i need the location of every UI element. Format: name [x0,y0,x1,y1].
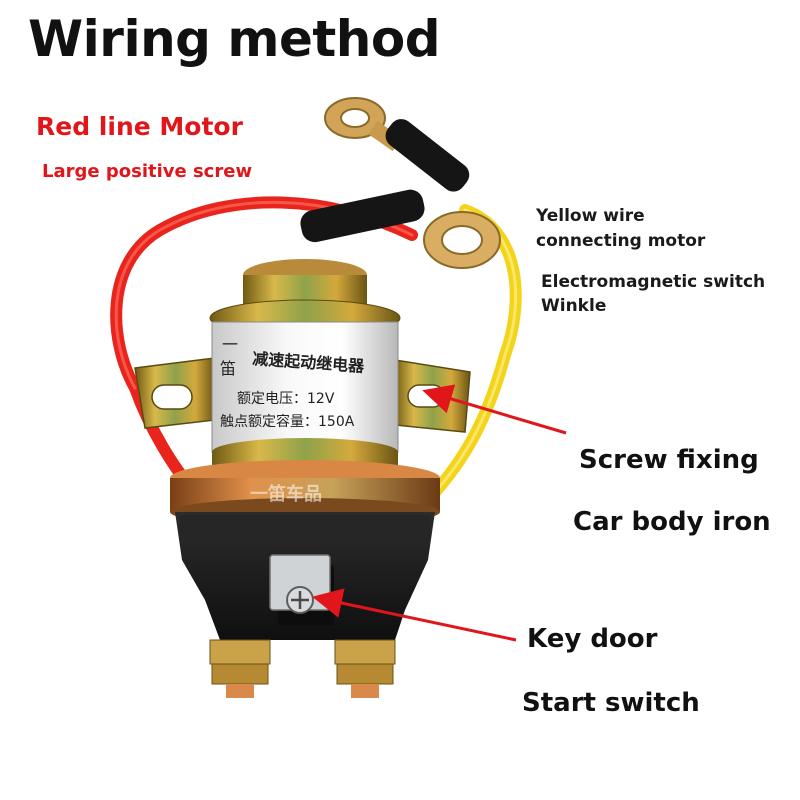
ring-terminal-top [324,97,470,192]
rated-voltage: 额定电压：12V [237,391,335,407]
watermark: 一笛车品 [250,483,322,505]
start-switch-label: Start switch [522,688,700,718]
electromagnetic-switch-label-line1: Electromagnetic switch [541,272,766,292]
key-door-arrow [312,588,517,642]
car-body-iron-label: Car body iron [573,507,771,537]
screw-fixing-label: Screw fixing [579,445,759,475]
brand-char-1: 一 [222,335,238,354]
bottom-studs [209,639,396,698]
key-door-label: Key door [527,624,658,654]
brand-char-2: 笛 [220,359,236,378]
yellow-wire-label-line1: Yellow wire [536,206,645,226]
large-positive-screw-label: Large positive screw [42,161,253,182]
key-door-terminal [269,554,331,614]
red-line-motor-label: Red line Motor [36,112,243,141]
rated-capacity: 触点额定容量：150A [220,413,355,430]
page-title: Wiring method [28,10,441,68]
screw-fixing-arrow [422,384,567,435]
ring-terminal-bottom [300,189,501,269]
yellow-wire-label-line2: connecting motor [536,231,706,251]
electromagnetic-switch-label-line2: Winkle [541,296,607,316]
product-label: 一 笛 减速起动继电器 额定电压：12V 触点额定容量：150A [220,335,366,430]
